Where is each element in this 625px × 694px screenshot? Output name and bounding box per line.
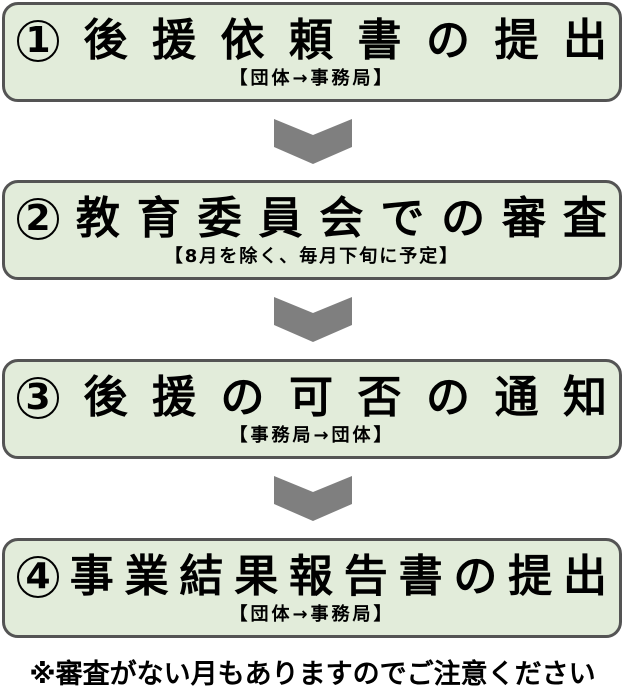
step-4-box: 4 事 業 結 果 報 告 書 の 提 出 【団体→事務局】 (2, 538, 622, 638)
title-char: 結 (179, 551, 224, 602)
title-char: 委 (197, 193, 242, 244)
title-char: 提 (508, 551, 553, 602)
step-4-subtitle: 【団体→事務局】 (229, 604, 395, 625)
title-char: 業 (124, 551, 169, 602)
title-char: 事 (69, 551, 114, 602)
title-char: 知 (563, 372, 607, 423)
chevron-down-icon (274, 297, 352, 342)
title-char: 育 (136, 193, 181, 244)
title-char: 依 (220, 15, 265, 66)
step-3-subtitle: 【事務局→団体】 (229, 425, 395, 446)
title-char: 援 (152, 15, 196, 66)
chevron-down-icon (274, 476, 352, 521)
step-3-title: 3 後 援 の 可 否 の 通 知 (17, 372, 607, 424)
title-char: 否 (357, 372, 402, 423)
title-char: 査 (562, 193, 607, 244)
footnote: ※審査がない月もありますのでご注意ください (29, 659, 596, 690)
step-number-1-icon: 1 (17, 20, 59, 62)
title-char: 員 (258, 193, 303, 244)
title-char: 出 (563, 15, 607, 66)
step-number-3-icon: 3 (17, 377, 59, 419)
step-2-subtitle: 【8月を除く、毎月下旬に予定】 (164, 246, 460, 267)
title-char: 教 (75, 193, 120, 244)
title-char: 可 (289, 372, 333, 423)
title-char: 書 (357, 15, 402, 66)
title-char: で (380, 193, 425, 244)
step-number-2-icon: 2 (17, 198, 59, 240)
step-3-box: 3 後 援 の 可 否 の 通 知 【事務局→団体】 (2, 359, 622, 459)
title-char: の (453, 551, 498, 602)
step-1-title: 1 後 援 依 頼 書 の 提 出 (17, 15, 607, 67)
title-char: 書 (398, 551, 443, 602)
title-char: 頼 (289, 15, 333, 66)
title-char: 果 (234, 551, 279, 602)
step-4-title: 4 事 業 結 果 報 告 書 の 提 出 (17, 551, 607, 603)
chevron-down-icon (274, 119, 352, 164)
step-1-subtitle: 【団体→事務局】 (229, 68, 395, 89)
title-char: 報 (288, 551, 333, 602)
step-2-title: 2 教 育 委 員 会 で の 審 査 (17, 193, 607, 245)
title-char: 出 (562, 551, 607, 602)
title-char: 会 (319, 193, 364, 244)
step-1-box: 1 後 援 依 頼 書 の 提 出 【団体→事務局】 (2, 2, 622, 102)
title-char: 援 (152, 372, 196, 423)
title-char: 審 (502, 193, 546, 244)
title-char: 後 (83, 15, 128, 66)
title-char: 告 (343, 551, 388, 602)
title-char: 通 (494, 372, 539, 423)
title-char: の (441, 193, 486, 244)
step-number-4-icon: 4 (17, 556, 59, 598)
title-char: の (220, 372, 265, 423)
title-char: 提 (494, 15, 539, 66)
title-char: の (426, 372, 470, 423)
step-2-box: 2 教 育 委 員 会 で の 審 査 【8月を除く、毎月下旬に予定】 (2, 180, 622, 280)
title-char: 後 (83, 372, 128, 423)
title-char: の (426, 15, 470, 66)
